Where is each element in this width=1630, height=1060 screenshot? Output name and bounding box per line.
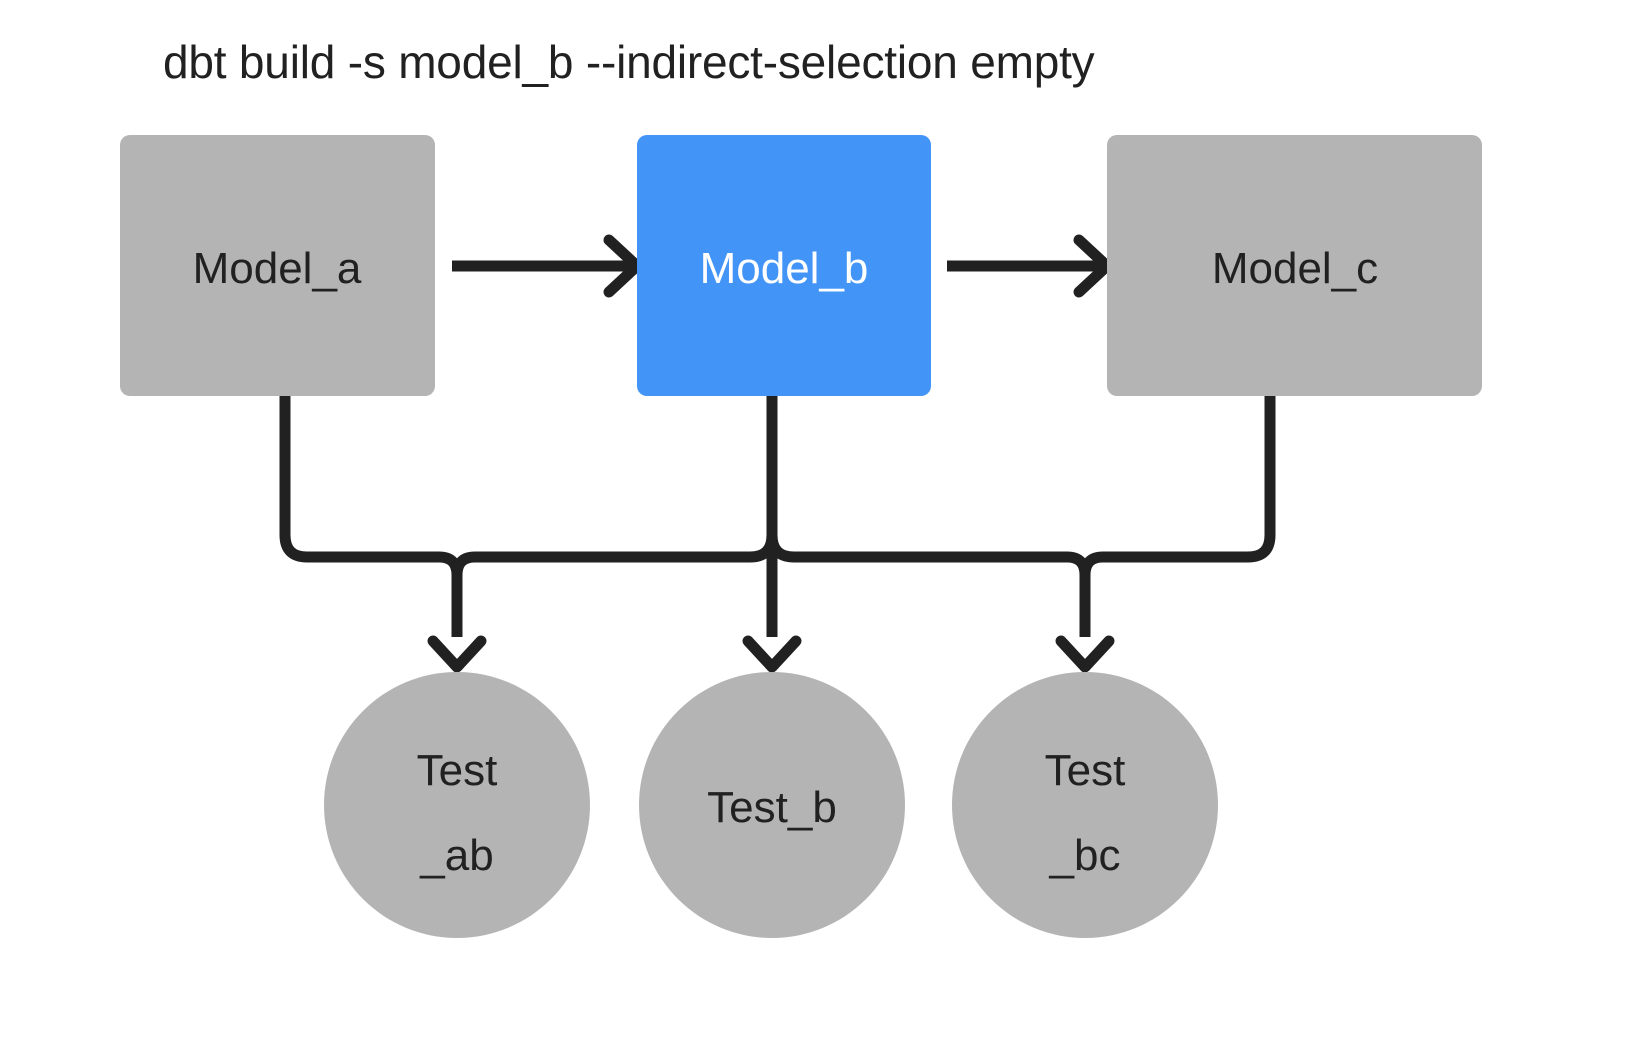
arrowhead-into-test-bc-icon <box>1055 635 1115 673</box>
node-test-bc-label-line-1: Test <box>1045 746 1126 795</box>
edge-model-b-to-test-bc <box>766 396 1091 637</box>
node-test-ab-label-line-1: Test <box>417 746 498 795</box>
edge-model-c-to-test-bc <box>1079 396 1276 576</box>
node-test-b-label: Test_b <box>707 783 837 832</box>
edge-model-b-to-test-ab <box>451 396 778 576</box>
node-model-b[interactable]: Model_b <box>637 135 931 396</box>
node-test-ab-shape[interactable] <box>324 672 590 938</box>
arrowhead-into-test-b-icon <box>742 635 802 673</box>
node-test-b[interactable]: Test_b <box>639 672 905 938</box>
node-model-c-shape[interactable] <box>1107 135 1482 396</box>
node-model-b-shape[interactable] <box>637 135 931 396</box>
edge-model-a-to-test-ab <box>279 396 463 637</box>
diagram-title: dbt build -s model_b --indirect-selectio… <box>163 36 1095 88</box>
node-model-b-label: Model_b <box>700 244 869 293</box>
test-node-layer: Test _ab Test_b Test _bc <box>324 672 1218 938</box>
node-model-a-shape[interactable] <box>120 135 435 396</box>
node-model-a-label: Model_a <box>193 244 362 293</box>
node-model-c[interactable]: Model_c <box>1107 135 1482 396</box>
node-model-c-label: Model_c <box>1212 244 1378 293</box>
arrowhead-into-test-ab-icon <box>427 635 487 673</box>
node-test-bc-shape[interactable] <box>952 672 1218 938</box>
edge-layer <box>279 234 1276 673</box>
node-test-bc-label-line-2: _bc <box>1049 831 1121 880</box>
node-model-a[interactable]: Model_a <box>120 135 435 396</box>
model-node-layer: Model_a Model_b Model_c <box>120 135 1482 396</box>
node-test-b-shape[interactable] <box>639 672 905 938</box>
node-test-bc[interactable]: Test _bc <box>952 672 1218 938</box>
node-test-ab-label-line-2: _ab <box>419 831 493 880</box>
node-test-ab[interactable]: Test _ab <box>324 672 590 938</box>
